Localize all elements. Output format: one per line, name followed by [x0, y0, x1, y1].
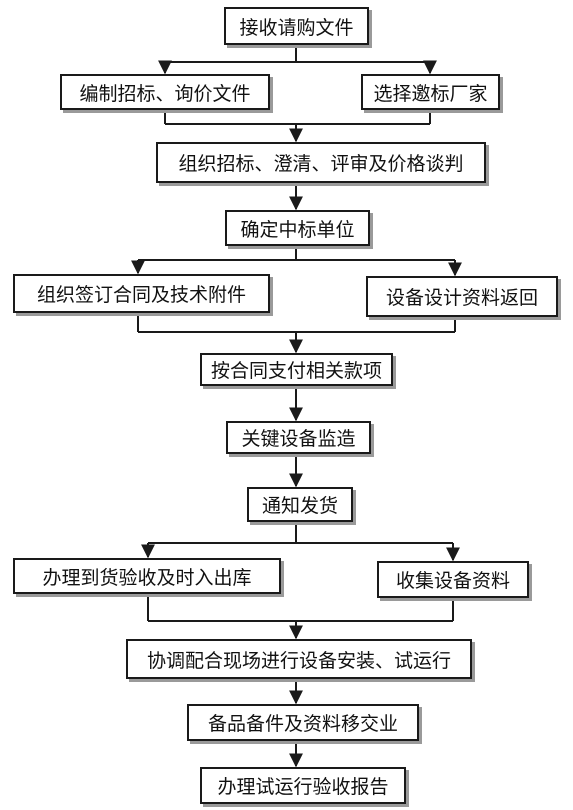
arrow-notify-split [148, 522, 453, 544]
node-trial-report: 办理试运行验收报告 [200, 767, 406, 804]
arrow-determine-split [138, 246, 455, 261]
node-spare-parts: 备品备件及资料移交业 [187, 704, 419, 741]
node-design-data-return: 设备设计资料返回 [366, 276, 558, 317]
node-determine-winner: 确定中标单位 [225, 210, 370, 246]
node-coordinate-install: 协调配合现场进行设备安装、试运行 [126, 639, 472, 679]
arrow-merge-organize [164, 110, 431, 140]
node-receive: 接收请购文件 [224, 7, 369, 45]
node-arrival-acceptance: 办理到货验收及时入出库 [13, 558, 281, 594]
node-organize-bidding: 组织招标、澄清、评审及价格谈判 [156, 142, 486, 183]
node-sign-contract: 组织签订合同及技术附件 [13, 274, 270, 313]
node-prepare-bidding: 编制招标、询价文件 [60, 74, 270, 110]
node-notify-shipping: 通知发货 [247, 487, 353, 522]
arrow-merge-coordinate [147, 594, 454, 622]
node-collect-data: 收集设备资料 [377, 561, 529, 598]
arrow-receive-split [164, 45, 431, 72]
node-key-monitoring: 关键设备监造 [226, 421, 371, 454]
node-pay-contract: 按合同支付相关款项 [200, 353, 393, 386]
node-select-vendor: 选择邀标厂家 [361, 74, 500, 110]
